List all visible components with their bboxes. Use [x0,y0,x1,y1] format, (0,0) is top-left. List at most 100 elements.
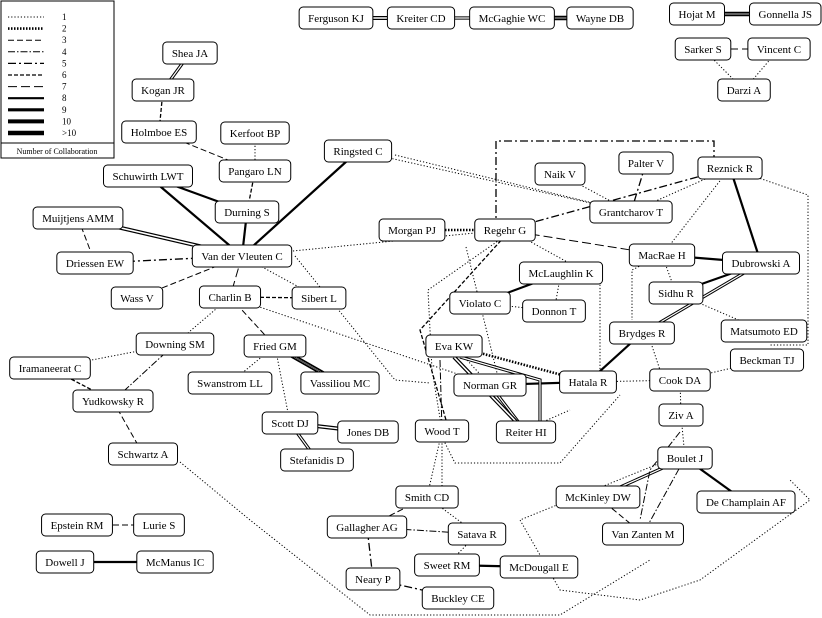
node-mclaughlin: McLaughlin K [518,261,604,285]
node-label: Epstein RM [51,520,104,532]
node-box [9,356,91,380]
node-dubrowski: Dubrowski A [722,251,800,275]
node-label: Grantcharov T [599,207,664,219]
node-palter: Palter V [618,151,674,175]
node-naik: Naik V [534,162,586,186]
node-label: Gonnella JS [759,9,812,21]
node-label: Iramaneerat C [19,363,82,375]
node-macrae: MacRae H [628,243,696,267]
node-wayne: Wayne DB [566,6,634,30]
node-label: Lurie S [143,520,176,532]
node-box [729,348,805,372]
node-evakw: Eva KW [425,334,483,358]
legend-label: 2 [62,24,67,34]
node-box [447,522,507,546]
route-line-10 [441,394,621,464]
node-kerfoot: Kerfoot BP [220,121,290,145]
node-ringsted: Ringsted C [323,139,393,163]
node-muijtjens: Muijtjens AMM [32,206,124,230]
node-label: Sidhu R [658,288,694,300]
node-box [414,419,470,443]
node-sibert: Sibert L [291,286,347,310]
node-box [32,206,124,230]
node-kogan: Kogan JR [131,78,195,102]
edge-charlin-downing [174,296,231,345]
route-line-0 [495,140,715,229]
node-kreiter: Kreiter CD [386,6,456,30]
node-label: Brydges R [619,328,666,340]
node-label: Dubrowski A [732,258,791,270]
node-label: Hojat M [679,9,716,21]
legend-label: 7 [62,82,67,92]
node-box [337,420,399,444]
node-label: Boulet J [667,453,704,465]
node-schuwirth: Schuwirth LWT [103,164,193,188]
node-box [218,159,292,183]
node-box [133,513,185,537]
node-box [469,6,555,30]
node-label: Van Zanten M [612,529,675,541]
node-box [414,553,480,577]
node-box [110,286,164,310]
node-box [220,121,290,145]
legend-label: 6 [62,70,67,80]
route-line-8 [465,246,501,386]
legend-title: Number of Collaboration [17,147,98,156]
node-box [717,78,771,102]
node-label: Shea JA [172,48,208,60]
node-violato: Violato C [449,291,511,315]
node-label: Morgan PJ [388,225,436,237]
node-reiter: Reiter HI [495,420,557,444]
node-satava: Satava R [447,522,507,546]
node-yudkowsky: Yudkowsky R [72,389,154,413]
node-mcmanus: McManus IC [136,550,214,574]
node-box [187,371,273,395]
edge-vdvleuten-regehr [241,229,506,257]
route-line-14 [439,359,443,431]
node-matsumoto: Matsumoto ED [720,319,808,343]
node-label: Naik V [544,169,576,181]
node-box [499,555,579,579]
node-sarker: Sarker S [674,37,732,61]
node-box [674,37,732,61]
edge-friedgm-scottdj [274,345,291,424]
node-box [103,164,193,188]
route-line-18 [179,461,651,616]
node-box [602,522,684,546]
node-morgan: Morgan PJ [378,218,446,242]
node-box [648,281,704,305]
node-label: Holmboe ES [131,127,188,139]
node-box [298,6,374,30]
node-charlin: Charlin B [198,285,262,309]
node-box [243,334,307,358]
node-mcgaghie: McGaghie WC [469,6,555,30]
node-friedgm: Fried GM [243,334,307,358]
node-label: Swanstrom LL [197,378,263,390]
node-swanstrom: Swanstrom LL [187,371,273,395]
node-vincent: Vincent C [747,37,811,61]
node-box [421,586,495,610]
node-ferguson: Ferguson KJ [298,6,374,30]
node-grantcharov: Grantcharov T [589,200,673,224]
node-box [198,285,262,309]
node-label: Wayne DB [576,13,624,25]
node-label: Vassiliou MC [310,378,370,390]
legend-label: 4 [62,47,67,57]
edge-charlin-norman [229,296,491,386]
node-box [747,37,811,61]
node-vanzanten: Van Zanten M [602,522,684,546]
node-smithcd: Smith CD [395,485,459,509]
node-label: McDougall E [509,562,569,574]
node-label: Ringsted C [333,146,382,158]
node-label: Schwartz A [117,449,168,461]
node-label: Van der Vleuten C [201,251,282,263]
node-mcdougall: McDougall E [499,555,579,579]
node-label: Eva KW [435,341,474,353]
node-label: Schuwirth LWT [113,171,184,183]
legend-label: >10 [62,128,77,138]
node-box [345,567,401,591]
node-jonesdb: Jones DB [337,420,399,444]
legend-label: 10 [62,116,72,126]
node-beckman: Beckman TJ [729,348,805,372]
node-box [107,442,179,466]
